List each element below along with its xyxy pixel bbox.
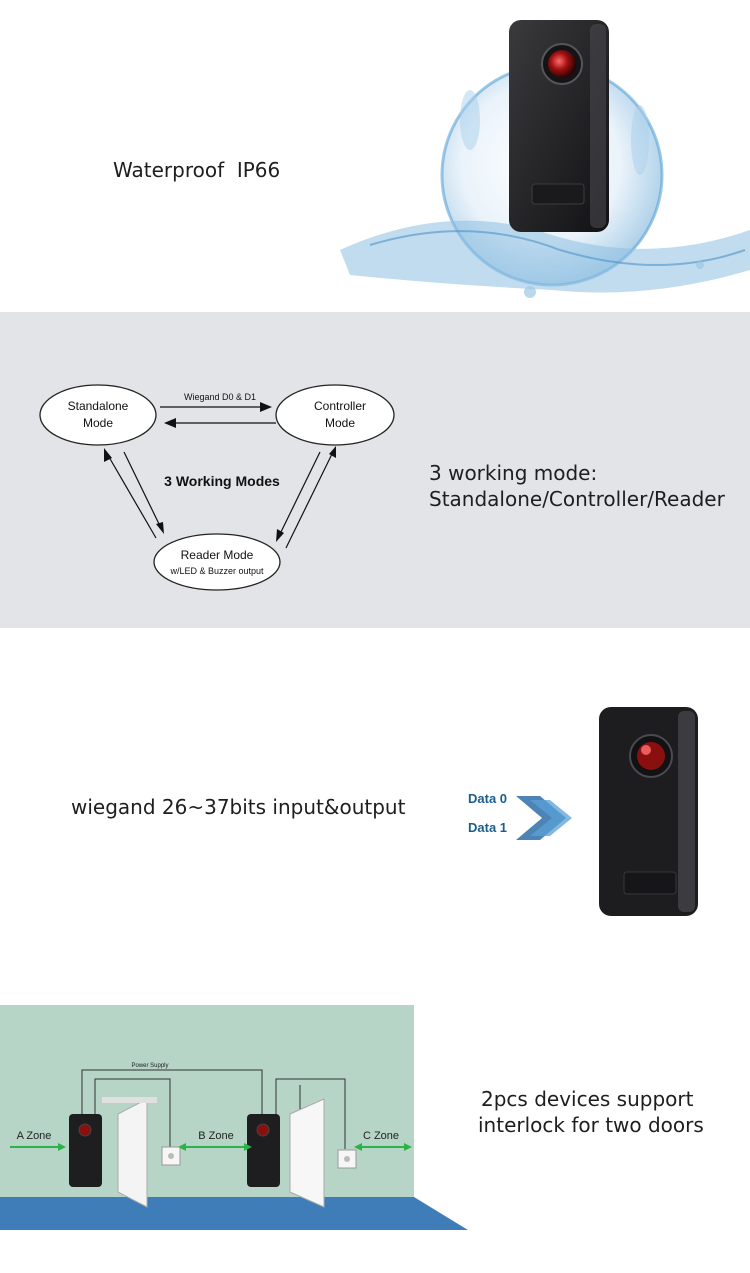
working-modes-diagram: Standalone Mode Controller Mode Reader M… xyxy=(39,384,395,591)
wiegand-caption: wiegand 26~37bits input&output xyxy=(71,795,406,819)
data-flow-arrow-icon xyxy=(516,796,572,840)
controller-mode-node xyxy=(275,384,395,446)
diagram-center-label: 3 Working Modes xyxy=(164,473,280,489)
reader-b-image xyxy=(247,1114,280,1187)
zone-b-label: B Zone xyxy=(198,1130,233,1142)
mode-arrows xyxy=(104,402,336,549)
standalone-label-1: Standalone xyxy=(68,399,129,413)
waterproof-caption: Waterproof IP66 xyxy=(113,158,281,182)
controller-label-1: Controller xyxy=(314,399,366,413)
interlock-caption-line1: 2pcs devices support xyxy=(481,1087,694,1111)
wiegand-section: wiegand 26~37bits input&output Data 0 Da… xyxy=(0,628,750,967)
modes-caption-line1: 3 working mode: xyxy=(429,461,598,485)
wiegand-graphic: Data 0 Data 1 xyxy=(468,707,698,916)
power-supply-label: Power Supply xyxy=(131,1063,168,1069)
waterproof-section: Waterproof IP66 xyxy=(0,0,750,312)
floor xyxy=(0,1197,468,1230)
door-b-image xyxy=(289,1098,325,1208)
controller-label-2: Mode xyxy=(325,416,355,430)
interlock-caption-line2: interlock for two doors xyxy=(478,1113,704,1137)
interlock-illustration: Power Supply A Zone B Zone C Zone xyxy=(0,1005,468,1230)
zone-c-label: C Zone xyxy=(363,1130,399,1142)
reader-mode-node xyxy=(153,533,281,591)
modes-caption-line2: Standalone/Controller/Reader xyxy=(429,487,725,511)
reader-a-image xyxy=(69,1114,102,1187)
waterproof-reader-image xyxy=(340,20,750,298)
door-a-image xyxy=(117,1098,148,1208)
standalone-mode-node xyxy=(39,384,157,446)
interlock-section: Power Supply A Zone B Zone C Zone xyxy=(0,967,750,1273)
reader-label-2: w/LED & Buzzer output xyxy=(169,566,264,576)
working-modes-section: Standalone Mode Controller Mode Reader M… xyxy=(0,312,750,628)
data1-label: Data 1 xyxy=(468,820,507,835)
standalone-label-2: Mode xyxy=(83,416,113,430)
reader-label-1: Reader Mode xyxy=(181,548,254,562)
data0-label: Data 0 xyxy=(468,791,507,806)
zone-a-label: A Zone xyxy=(17,1130,52,1142)
wiegand-label: Wiegand D0 & D1 xyxy=(184,392,256,402)
reader-device-image xyxy=(599,707,698,916)
zone-arrows xyxy=(10,1143,412,1151)
